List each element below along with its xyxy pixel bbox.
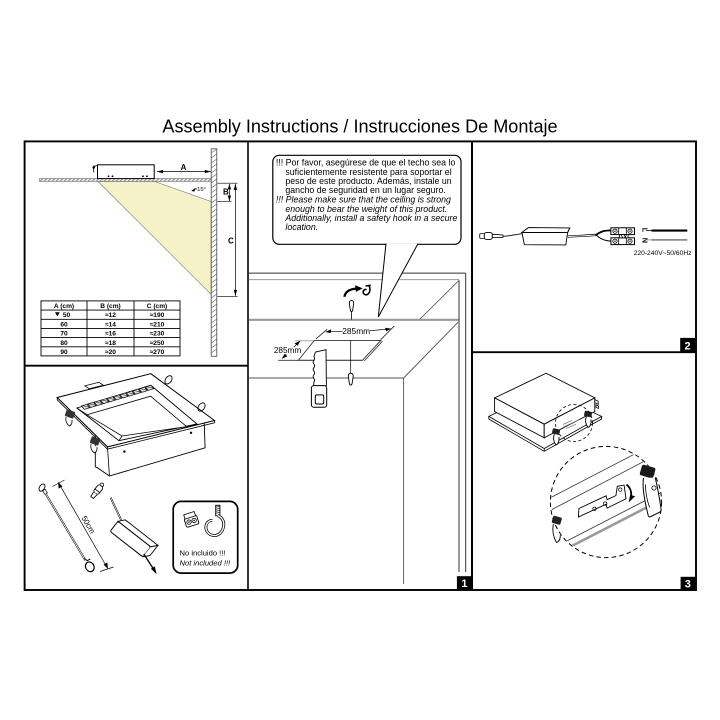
svg-text:gancho de seguridad en un luga: gancho de seguridad en un lugar seguro.	[285, 185, 445, 195]
svg-text:80: 80	[60, 340, 68, 347]
svg-text:N: N	[640, 238, 649, 243]
svg-text:≈210: ≈210	[150, 321, 165, 328]
svg-text:≈270: ≈270	[150, 349, 165, 356]
svg-text:!!! Por favor, asegúrese de qu: !!! Por favor, asegúrese de que el techo…	[276, 158, 456, 168]
svg-text:60: 60	[60, 321, 68, 328]
svg-text:No incluido !!!: No incluido !!!	[180, 548, 226, 557]
svg-text:≈230: ≈230	[150, 331, 165, 338]
svg-text:L: L	[640, 228, 649, 233]
svg-text:≈15°: ≈15°	[194, 187, 206, 193]
svg-text:≈14: ≈14	[105, 321, 116, 328]
svg-text:70: 70	[60, 331, 68, 338]
svg-text:≈190: ≈190	[150, 312, 165, 319]
svg-text:A (cm): A (cm)	[54, 303, 74, 310]
svg-text:220-240V~50/60Hz: 220-240V~50/60Hz	[634, 250, 692, 257]
svg-text:3: 3	[685, 578, 691, 590]
svg-text:90: 90	[60, 349, 68, 356]
svg-text:enough to bear the weight of t: enough to bear the weight of this produc…	[285, 204, 447, 214]
svg-text:suficientemente resistente par: suficientemente resistente para soportar…	[285, 167, 451, 177]
svg-text:≈12: ≈12	[105, 312, 116, 319]
svg-text:peso de este producto. Además,: peso de este producto. Además, instale u…	[285, 176, 451, 186]
svg-text:50: 50	[63, 312, 71, 319]
svg-text:≈20: ≈20	[105, 349, 116, 356]
svg-text:Assembly Instructions / Instru: Assembly Instructions / Instrucciones De…	[162, 116, 557, 136]
svg-text:285mm: 285mm	[342, 326, 370, 336]
svg-text:C (cm): C (cm)	[147, 303, 168, 310]
svg-text:285mm: 285mm	[274, 346, 301, 355]
svg-text:≈250: ≈250	[150, 340, 165, 347]
svg-text:≈18: ≈18	[105, 340, 116, 347]
svg-text:!!! Please make sure that the: !!! Please make sure that the ceiling is…	[276, 195, 451, 205]
svg-text:Not included !!!: Not included !!!	[180, 558, 232, 567]
svg-text:B (cm): B (cm)	[100, 303, 121, 310]
svg-text:1: 1	[461, 578, 467, 590]
svg-text:2: 2	[685, 340, 691, 352]
svg-text:B: B	[223, 188, 229, 197]
svg-text:≈16: ≈16	[105, 331, 116, 338]
svg-text:Additionally, install a safety: Additionally, install a safety hook in a…	[284, 213, 457, 223]
svg-text:location.: location.	[285, 222, 318, 232]
svg-text:C: C	[228, 236, 234, 245]
svg-text:A: A	[181, 163, 187, 172]
